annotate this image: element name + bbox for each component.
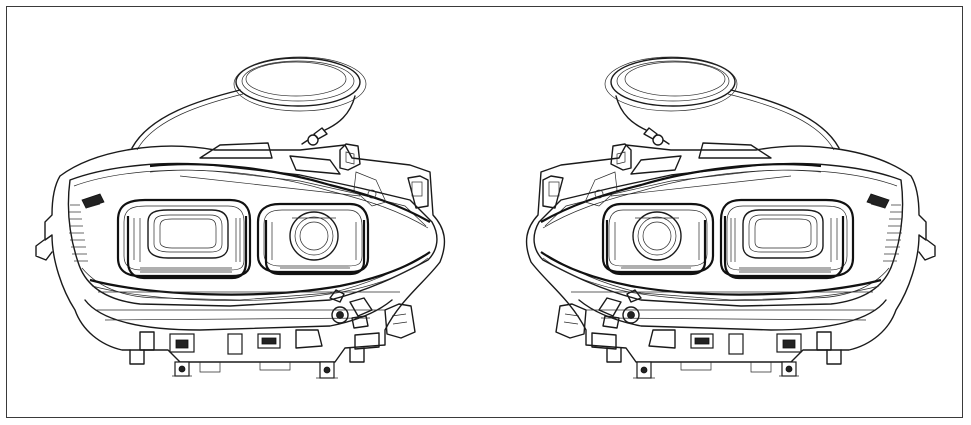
- headlamp-right: [525, 55, 937, 380]
- headlamp-left: [34, 55, 446, 380]
